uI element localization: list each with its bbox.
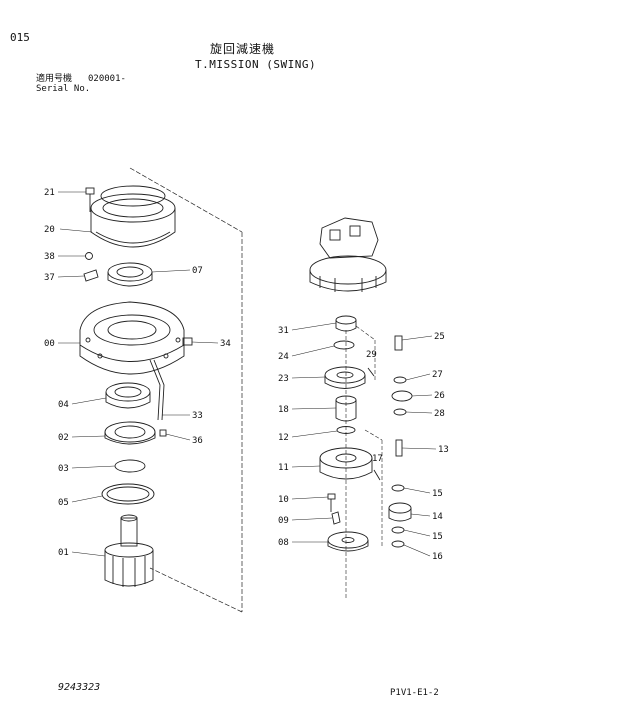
- callout-25: 25: [434, 332, 445, 342]
- callout-26: 26: [434, 391, 445, 401]
- part-33-pipe: [149, 359, 165, 421]
- part-05-ring: [101, 483, 155, 505]
- part-12-washer: [336, 426, 356, 434]
- callout-37: 37: [44, 273, 55, 283]
- callout-02: 02: [58, 433, 69, 443]
- callout-11: 11: [278, 463, 289, 473]
- part-24-washer: [333, 340, 355, 350]
- part-38-pin: [85, 252, 93, 260]
- serial-code: 020001-: [88, 74, 126, 84]
- callout-03: 03: [58, 464, 69, 474]
- callout-24: 24: [278, 352, 289, 362]
- page-reference: P1V1-E1-2: [390, 688, 439, 698]
- serial-label-japanese: 適用号機: [36, 74, 73, 84]
- part-13-pin: [395, 439, 403, 457]
- callout-15-lower: 15: [432, 532, 443, 542]
- callout-13: 13: [438, 445, 449, 455]
- callout-23: 23: [278, 374, 289, 384]
- callout-07: 07: [192, 266, 203, 276]
- serial-label-english: Serial No.: [36, 84, 91, 94]
- callout-12: 12: [278, 433, 289, 443]
- part-23-carrier: [324, 366, 366, 389]
- part-36-plug: [159, 429, 167, 437]
- leader-lines: [57, 191, 437, 557]
- part-01-shaft: [104, 514, 154, 587]
- callout-16: 16: [432, 552, 443, 562]
- part-09-plate: [331, 511, 341, 525]
- page-number: 015: [10, 31, 30, 44]
- part-04-bearing: [105, 382, 151, 409]
- part-37-plate: [83, 269, 99, 282]
- part-17-pin: [373, 469, 381, 481]
- part-10-bolt: [327, 493, 336, 512]
- callout-20: 20: [44, 225, 55, 235]
- part-15-washer-upper: [391, 484, 405, 492]
- part-21-bolt: [85, 187, 95, 212]
- title-japanese: 旋回減速機: [210, 42, 276, 56]
- part-02-seal: [104, 421, 156, 445]
- callout-00: 00: [44, 339, 55, 349]
- callout-38: 38: [44, 252, 55, 262]
- callout-08: 08: [278, 538, 289, 548]
- callout-31: 31: [278, 326, 289, 336]
- part-14-planet-gear: [388, 502, 412, 522]
- callout-09: 09: [278, 516, 289, 526]
- callout-36: 36: [192, 436, 203, 446]
- part-26-planet-gear: [391, 390, 413, 402]
- part-16-thrust-washer: [391, 540, 405, 548]
- assembly-frame-lines: [129, 167, 243, 613]
- part-28-washer: [393, 408, 407, 416]
- right-stack-guide-lines: [345, 325, 383, 600]
- callout-17: 17: [372, 454, 383, 464]
- callout-14: 14: [432, 512, 443, 522]
- part-25-pin: [394, 335, 403, 351]
- part-08-thrust-plate: [327, 531, 369, 552]
- part-11-carrier: [319, 447, 373, 480]
- part-18-sun-gear: [335, 395, 357, 422]
- part-31-gear: [335, 315, 357, 332]
- callout-05: 05: [58, 498, 69, 508]
- callout-labels: 21 20 38 37 07 00 34 04 33 02 36 03 05 0…: [44, 188, 449, 562]
- callout-29: 29: [366, 350, 377, 360]
- drawing-number: 9243323: [58, 682, 101, 693]
- part-07-bearing: [107, 262, 153, 287]
- callout-15-upper: 15: [432, 489, 443, 499]
- part-03-ring: [114, 459, 146, 473]
- callout-18: 18: [278, 405, 289, 415]
- callout-01: 01: [58, 548, 69, 558]
- callout-21: 21: [44, 188, 55, 198]
- callout-10: 10: [278, 495, 289, 505]
- part-29-pin: [367, 367, 375, 377]
- part-00-housing: [79, 301, 185, 375]
- part-27-washer: [393, 376, 407, 384]
- callout-28: 28: [434, 409, 445, 419]
- callout-34: 34: [220, 339, 231, 349]
- part-15-washer-lower: [391, 526, 405, 534]
- part-34-plug: [182, 337, 193, 346]
- part-20-housing: [90, 185, 176, 248]
- title-english: T.MISSION (SWING): [195, 58, 317, 71]
- assembled-swing-motor-view: [309, 217, 387, 292]
- callout-33: 33: [192, 411, 203, 421]
- callout-04: 04: [58, 400, 69, 410]
- callout-27: 27: [432, 370, 443, 380]
